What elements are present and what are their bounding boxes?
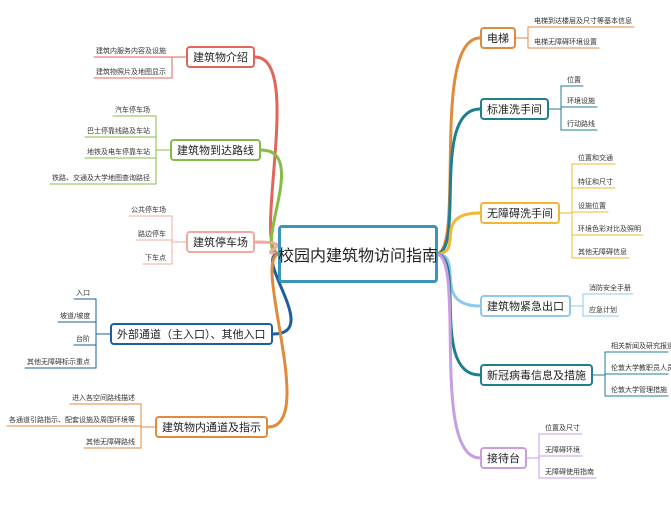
connector-line [592,351,606,397]
leaf-item[interactable]: 伦敦大学教职员人员须知 [611,364,671,372]
leaf-item[interactable]: 消防安全手册 [589,284,631,292]
branch-right-4[interactable]: 新冠病毒信息及措施 [480,364,593,386]
branch-right-1[interactable]: 标准洗手间 [480,98,549,120]
branch-right-0[interactable]: 电梯 [480,27,516,49]
leaf-item[interactable]: 汽车停车场 [115,106,150,114]
leaf-item[interactable]: 下车点 [145,254,166,262]
leaf-item[interactable]: 应急计划 [589,306,617,314]
connector-line [570,293,584,317]
leaf-item[interactable]: 建筑内服务内容及设施 [96,47,166,55]
connector-line [140,403,156,449]
connector-line [434,107,482,256]
connector-line [434,252,482,377]
leaf-item[interactable]: 设施位置 [578,202,606,210]
leaf-item[interactable]: 进入各空间路线描述 [72,394,135,402]
leaf-item[interactable]: 路边停车 [138,230,166,238]
leaf-item[interactable]: 地铁及电车停靠车站 [87,148,150,156]
leaf-item[interactable]: 电梯无障碍环境设置 [534,38,597,46]
leaf-item[interactable]: 巴士停靠线路及车站 [87,127,150,135]
leaf-item[interactable]: 其他无障碍路线 [86,438,135,446]
leaf-item[interactable]: 各通道引路指示、配套设施及周围环境等 [9,416,135,424]
leaf-item[interactable]: 入口 [76,289,90,297]
leaf-item[interactable]: 相关新闻及研究报道 [611,342,671,350]
leaf-item[interactable]: 伦敦大学管理措施 [611,386,667,394]
leaf-item[interactable]: 位置及尺寸 [545,424,580,432]
connector-line [434,36,482,256]
connector-line [266,252,289,429]
leaf-item[interactable]: 建筑物照片及地图显示 [96,68,166,76]
leaf-item[interactable]: 位置和交通 [578,154,613,162]
leaf-item[interactable]: 无障碍环境 [545,446,580,454]
leaf-item[interactable]: 台阶 [76,335,90,343]
connector-line [171,215,187,265]
leaf-item[interactable]: 位置 [567,76,581,84]
leaf-item[interactable]: 坡道/坡度 [60,312,91,320]
leaf-item[interactable]: 电梯到达楼层及尺寸等基本信息 [534,17,632,25]
connector-line [434,252,482,460]
branch-right-2[interactable]: 无障碍洗手间 [480,202,560,224]
leaf-item[interactable]: 其他无障碍信息 [578,248,627,256]
central-topic[interactable]: 校园内建筑物访问指南 [278,225,438,283]
leaf-item[interactable]: 无障碍使用指南 [545,468,594,476]
branch-right-5[interactable]: 接待台 [480,447,527,469]
leaf-item[interactable]: 其他无障碍标示重点 [27,358,90,366]
branch-left-3[interactable]: 外部通道（主入口）、其他入口 [110,323,273,345]
leaf-item[interactable]: 公共停车场 [131,206,166,214]
branch-left-2[interactable]: 建筑停车场 [186,231,255,253]
connector-line [526,433,540,479]
branch-left-1[interactable]: 建筑物到达路线 [170,139,261,161]
leaf-item[interactable]: 行动路线 [567,120,595,128]
branch-left-0[interactable]: 建筑物介绍 [186,46,255,68]
branch-left-4[interactable]: 建筑物内通道及指示 [155,416,268,438]
connector-line [155,115,171,185]
leaf-item[interactable]: 特征和尺寸 [578,178,613,186]
connector-line [171,56,187,79]
connector-line [253,240,282,256]
connector-line [559,163,573,259]
connector-line [515,26,529,49]
leaf-item[interactable]: 环境设施 [567,97,595,105]
connector-line [434,211,482,256]
branch-right-3[interactable]: 建筑物紧急出口 [480,295,571,317]
connector-line [95,298,111,369]
leaf-item[interactable]: 环境色彩对比及照明 [578,225,641,233]
leaf-item[interactable]: 铁路、交通及大学地图查询路径 [52,174,150,182]
connector-line [548,85,562,131]
